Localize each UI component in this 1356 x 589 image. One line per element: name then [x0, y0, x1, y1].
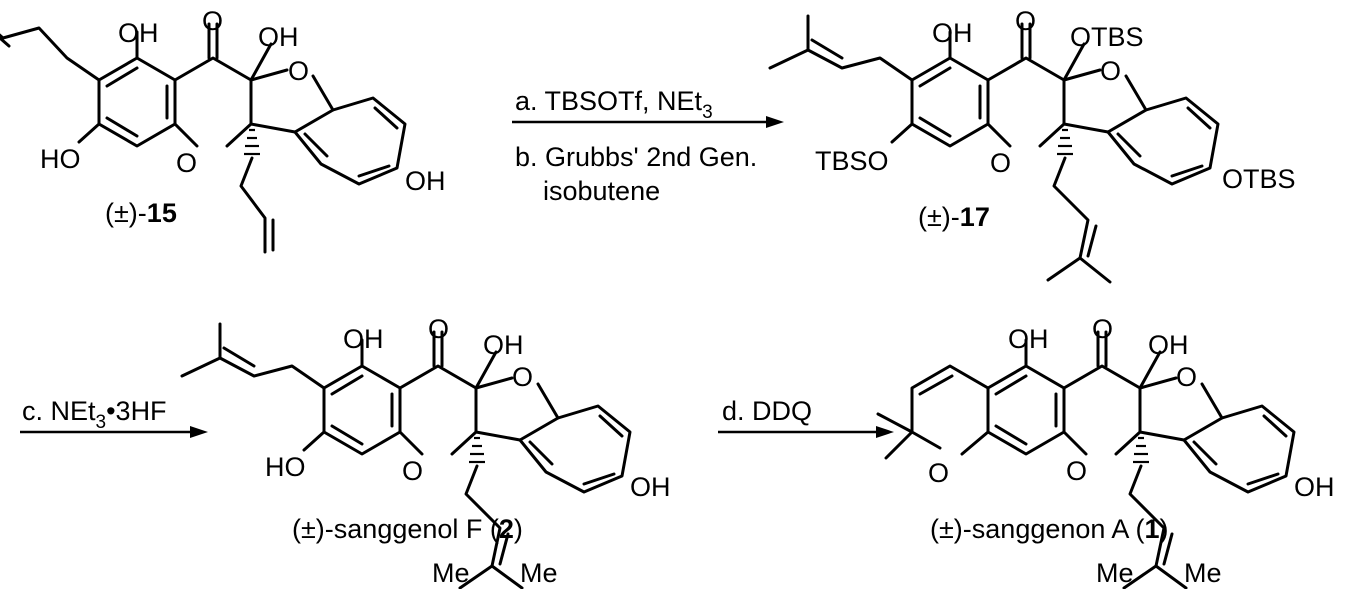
ho-label: HO	[40, 144, 81, 174]
pyran-o-label: O	[990, 148, 1011, 178]
tbso-label: TBSO	[815, 146, 889, 176]
step-b-label-2: isobutene	[543, 176, 660, 206]
chromene-o-label: O	[928, 458, 949, 488]
oh-label: OH	[405, 166, 446, 196]
reaction-arrow-ab	[512, 116, 784, 128]
oh-label: OH	[932, 18, 973, 48]
ketone-o-label: O	[1092, 314, 1113, 344]
otbs-label: OTBS	[1222, 164, 1296, 194]
oh-label: OH	[258, 22, 299, 52]
compound-sanggenon-a	[876, 330, 1296, 589]
furan-o-label: O	[288, 56, 309, 86]
reaction-arrow-c	[20, 426, 208, 438]
compound-17	[768, 14, 1220, 284]
me-label: Me	[432, 558, 470, 588]
furan-o-label: O	[512, 362, 533, 392]
compound-2-label: (±)-sanggenol F (2)	[292, 514, 523, 544]
pyran-o-label: O	[176, 148, 197, 178]
ho-label: HO	[265, 452, 306, 482]
ketone-o-label: O	[428, 314, 449, 344]
step-d-label: d. DDQ	[722, 396, 812, 426]
compound-15-label: (±)-15	[105, 198, 177, 228]
me-label: Me	[1184, 558, 1222, 588]
oh-label: OH	[1008, 324, 1049, 354]
step-a-label: a. TBSOTf, NEt3	[515, 86, 713, 123]
step-b-label: b. Grubbs' 2nd Gen.	[515, 142, 757, 172]
compound-17-label: (±)-17	[918, 202, 990, 232]
otbs-label: OTBS	[1070, 22, 1144, 52]
compound-1-label: (±)-sanggenon A (1)	[930, 514, 1168, 544]
oh-label: OH	[483, 330, 524, 360]
compound-sanggenol-f	[180, 322, 632, 589]
me-label: Me	[1096, 558, 1134, 588]
reaction-arrow-d	[718, 426, 894, 438]
compound-15	[0, 22, 407, 254]
oh-label: OH	[630, 472, 671, 502]
oh-label: OH	[118, 18, 159, 48]
oh-label: OH	[1294, 472, 1335, 502]
ketone-o-label: O	[202, 6, 223, 36]
ketone-o-label: O	[1015, 6, 1036, 36]
oh-label: OH	[343, 324, 384, 354]
me-label: Me	[520, 558, 558, 588]
furan-o-label: O	[1176, 362, 1197, 392]
pyran-o-label: O	[1066, 456, 1087, 486]
pyran-o-label: O	[402, 456, 423, 486]
step-c-label: c. NEt3•3HF	[22, 396, 167, 433]
furan-o-label: O	[1100, 56, 1121, 86]
oh-label: OH	[1148, 330, 1189, 360]
